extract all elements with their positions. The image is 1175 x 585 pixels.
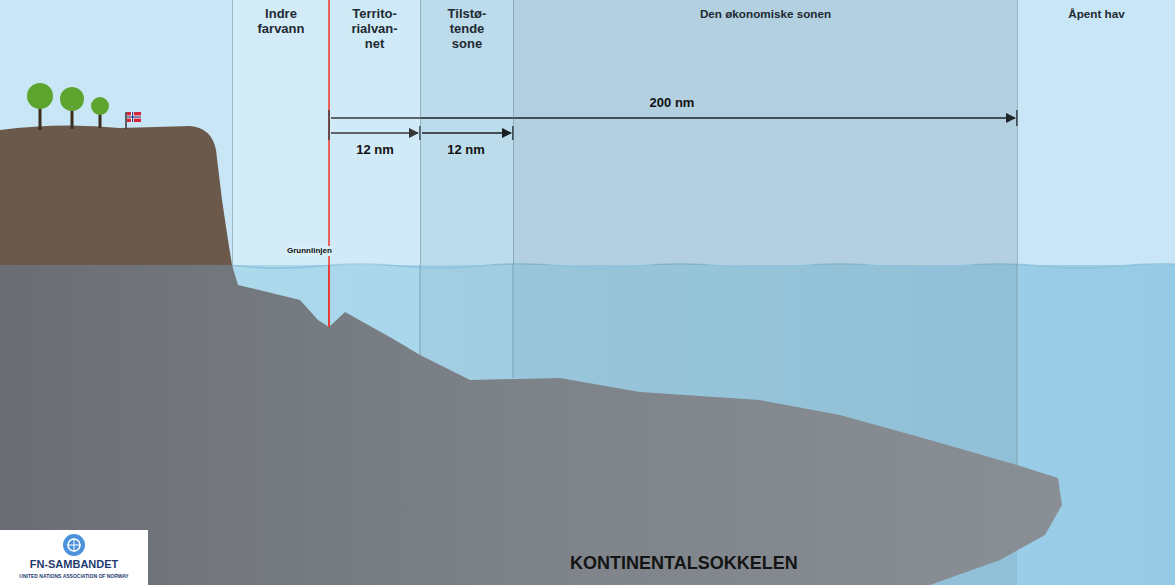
land-cliff [0, 125, 232, 265]
continental-shelf [0, 265, 1062, 585]
norwegian-flag [126, 112, 141, 129]
logo [0, 530, 148, 585]
trees [27, 83, 109, 130]
territorial-waters-band: Territo- rialvan- net [329, 0, 420, 265]
dimension-label: 12 nm [356, 142, 394, 158]
dimension-label: 12 nm [447, 142, 485, 158]
logo-name: FN-SAMBANDET [30, 558, 119, 571]
zone-heading: Indre farvann [254, 6, 309, 36]
inner-waters-band: Indre farvann [232, 0, 329, 265]
contiguous-zone-band: Tilstø- tende sone [420, 0, 513, 265]
dimension-label: 200 nm [650, 95, 695, 111]
shelf-label: KONTINENTALSOKKELEN [570, 552, 798, 574]
sea [0, 265, 1175, 585]
high-seas-band: Åpent hav [1017, 0, 1175, 265]
economic-zone-band: Den økonomiske sonen [513, 0, 1017, 265]
zone-heading: Åpent hav [1018, 6, 1175, 21]
logo-subtitle: UNITED NATIONS ASSOCIATION OF NORWAY [19, 573, 128, 579]
zone-heading: Tilstø- tende sone [444, 6, 491, 51]
baseline-label: Grunnlinjen [286, 246, 333, 256]
zone-heading: Territo- rialvan- net [347, 6, 401, 51]
zone-heading: Den økonomiske sonen [514, 6, 1017, 21]
